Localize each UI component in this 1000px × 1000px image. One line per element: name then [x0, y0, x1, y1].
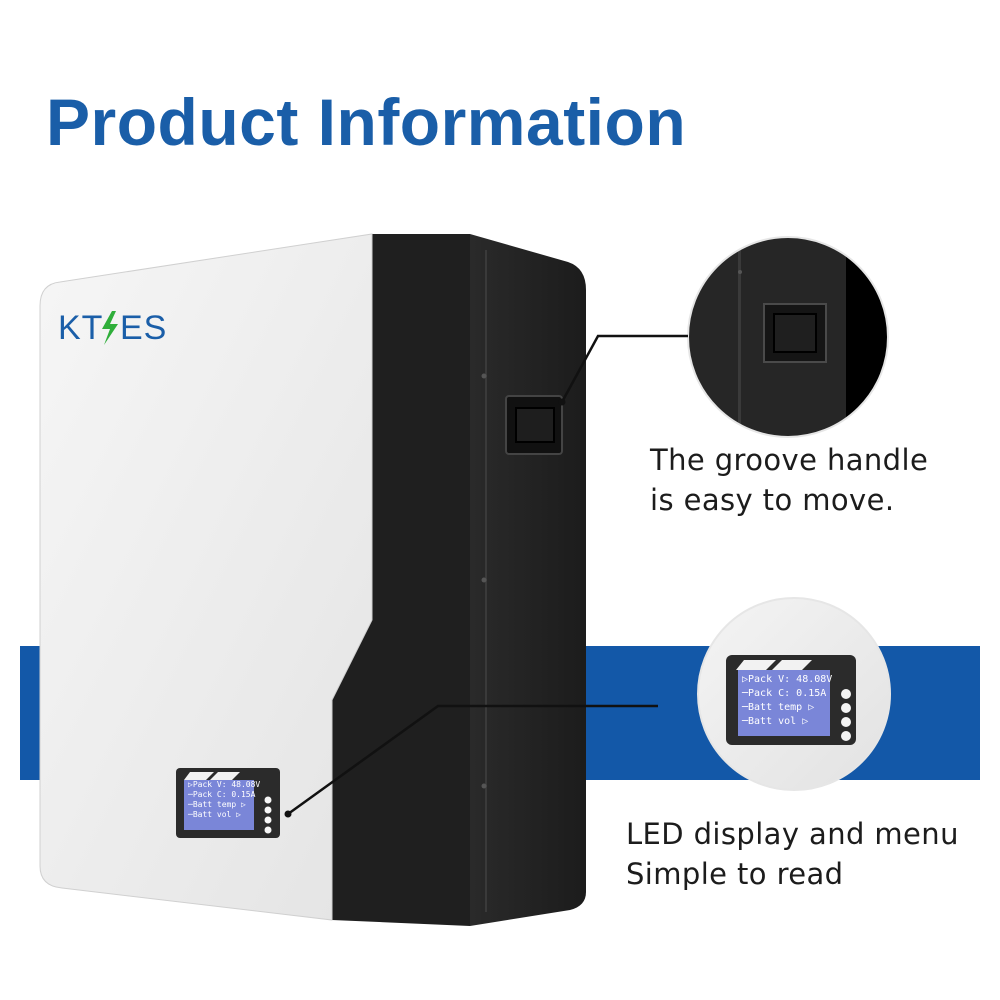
lcd-zoom-circle [698, 598, 890, 790]
svg-text:ES: ES [120, 309, 167, 347]
groove-handle-caption: The groove handle is easy to move. [650, 443, 929, 517]
groove-handle-icon [505, 395, 563, 455]
lcd-readout-zoom: ▷Pack V: 48.08V ─Pack C: 0.15A ─Batt tem… [742, 674, 833, 727]
battery-side-panel [470, 234, 586, 926]
lcd-leader-line [287, 704, 658, 816]
lcd-display-caption: LED display and menu Simple to read [626, 817, 959, 891]
brand-logo: KT ES [58, 309, 167, 347]
lcd-panel-small [176, 768, 280, 838]
svg-text:KT: KT [58, 309, 103, 347]
page-title: Product Information [46, 85, 687, 159]
handle-leader-line [560, 334, 688, 403]
battery-front-panel [39, 233, 373, 921]
lcd-readout-small: ▷Pack V: 48.08V ─Pack C: 0.15A ─Batt tem… [188, 780, 261, 819]
